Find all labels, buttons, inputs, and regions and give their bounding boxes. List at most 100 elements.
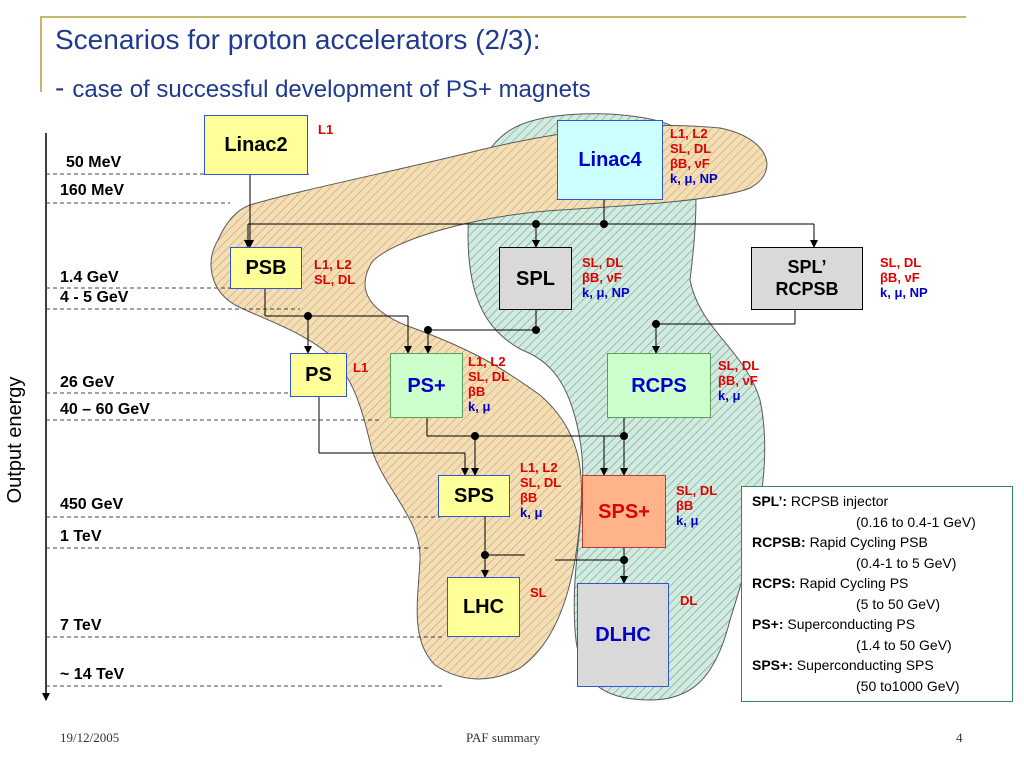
note-line: k, μ bbox=[520, 505, 543, 520]
energy-label: 450 GeV bbox=[60, 496, 124, 513]
title-rule-left bbox=[40, 16, 42, 92]
legend-term: SPS+: bbox=[752, 657, 793, 673]
subtitle-dash: - bbox=[55, 72, 65, 103]
note-line: SL, DL bbox=[582, 255, 624, 270]
legend-row: RCPS: Rapid Cycling PS bbox=[752, 573, 1012, 594]
note-line: SL, DL bbox=[314, 272, 356, 287]
linac4-notes: L1, L2 SL, DL βB, νF k, μ, NP bbox=[670, 126, 718, 186]
footer-title: PAF summary bbox=[466, 730, 541, 745]
junction-dot bbox=[424, 326, 432, 334]
note-line: βB bbox=[676, 498, 694, 513]
note-line: βB, νF bbox=[880, 270, 920, 285]
junction-dot bbox=[532, 326, 540, 334]
legend-desc: Superconducting SPS bbox=[796, 657, 934, 673]
junction-dot bbox=[304, 312, 312, 320]
note-line: L1, L2 bbox=[520, 460, 558, 475]
legend-term: RCPSB: bbox=[752, 534, 806, 550]
energy-label: 26 GeV bbox=[60, 374, 115, 391]
energy-label: 7 TeV bbox=[60, 617, 102, 634]
abbreviation-legend: SPL’: RCPSB injector (0.16 to 0.4-1 GeV)… bbox=[741, 486, 1013, 702]
legend-range: (50 to1000 GeV) bbox=[856, 677, 960, 694]
note-line: SL, DL bbox=[880, 255, 922, 270]
junction-dot bbox=[532, 220, 540, 228]
note-line: SL, DL bbox=[676, 483, 718, 498]
note-line: SL, DL bbox=[670, 141, 712, 156]
legend-desc: RCPSB injector bbox=[790, 493, 889, 509]
note-line: SL, DL bbox=[718, 358, 760, 373]
spl-box: SPL bbox=[499, 247, 572, 310]
rcpsb-label: RCPSB bbox=[775, 278, 839, 299]
note-line: k, μ, NP bbox=[880, 285, 928, 300]
note-line: k, μ bbox=[676, 513, 699, 528]
psb-box: PSB bbox=[230, 247, 302, 289]
beam-connections bbox=[244, 175, 818, 584]
linac2-note: L1 bbox=[318, 122, 334, 137]
slide-subtitle: -case of successful development of PS+ m… bbox=[55, 72, 591, 104]
note-line: βB, νF bbox=[582, 270, 622, 285]
dlhc-note: DL bbox=[680, 593, 698, 608]
note-line: βB, νF bbox=[670, 156, 710, 171]
energy-label: 50 MeV bbox=[66, 154, 122, 171]
ps-note: L1 bbox=[353, 360, 369, 375]
lhc-note: SL bbox=[530, 585, 547, 600]
rcps-box: RCPS bbox=[607, 353, 711, 418]
junction-dots bbox=[304, 220, 660, 564]
energy-label: ~ 14 TeV bbox=[60, 666, 125, 683]
legend-range: (1.4 to 50 GeV) bbox=[856, 636, 952, 653]
energy-label: 160 MeV bbox=[60, 182, 125, 199]
spl-notes: SL, DL βB, νF k, μ, NP bbox=[582, 255, 630, 300]
legend-term: SPL’: bbox=[752, 493, 788, 509]
ps-plus-box: PS+ bbox=[390, 353, 463, 418]
ps-box: PS bbox=[290, 353, 347, 397]
sps-box: SPS bbox=[438, 475, 510, 517]
linac4-box: Linac4 bbox=[557, 120, 663, 200]
lhc-box: LHC bbox=[447, 577, 520, 637]
note-line: L1, L2 bbox=[314, 257, 352, 272]
axis-title: Output energy bbox=[4, 376, 26, 504]
note-line: k, μ, NP bbox=[582, 285, 630, 300]
junction-dot bbox=[652, 320, 660, 328]
junction-dot bbox=[620, 432, 628, 440]
energy-label: 1 TeV bbox=[60, 528, 102, 545]
note-line: SL, DL bbox=[520, 475, 562, 490]
junction-dot bbox=[600, 220, 608, 228]
legend-range: (0.16 to 0.4-1 GeV) bbox=[856, 513, 976, 530]
junction-dot bbox=[481, 551, 489, 559]
legend-range: (5 to 50 GeV) bbox=[856, 595, 941, 612]
note-line: SL, DL bbox=[468, 369, 510, 384]
energy-label: 40 – 60 GeV bbox=[60, 401, 150, 418]
note-line: k, μ, NP bbox=[670, 171, 718, 186]
note-line: k, μ bbox=[468, 399, 491, 414]
junction-dot bbox=[620, 556, 628, 564]
legend-row: PS+: Superconducting PS bbox=[752, 614, 1012, 635]
sps-plus-box: SPS+ bbox=[582, 475, 666, 548]
title-rule-top bbox=[42, 16, 966, 18]
legend-term: PS+: bbox=[752, 616, 784, 632]
legend-desc: Superconducting PS bbox=[787, 616, 916, 632]
subtitle-text: case of successful development of PS+ ma… bbox=[72, 76, 591, 103]
spl-prime-rcpsb-box: SPL’ RCPSB bbox=[751, 247, 863, 310]
spl-prime-notes: SL, DL βB, νF k, μ, NP bbox=[880, 255, 928, 300]
note-line: βB, νF bbox=[718, 373, 758, 388]
note-line: L1, L2 bbox=[468, 354, 506, 369]
slide-title: Scenarios for proton accelerators (2/3): bbox=[55, 24, 541, 55]
rcps-notes: SL, DL βB, νF k, μ bbox=[718, 358, 759, 403]
energy-label: 4 - 5 GeV bbox=[60, 289, 129, 306]
legend-desc: Rapid Cycling PSB bbox=[809, 534, 928, 550]
legend-range: (0.4-1 to 5 GeV) bbox=[856, 554, 957, 571]
dlhc-box: DLHC bbox=[577, 583, 669, 687]
spl-prime-label: SPL’ bbox=[787, 256, 827, 277]
legend-row: SPL’: RCPSB injector bbox=[752, 491, 1012, 512]
energy-label: 1.4 GeV bbox=[60, 269, 119, 286]
legend-row: RCPSB: Rapid Cycling PSB bbox=[752, 532, 1012, 553]
note-line: k, μ bbox=[718, 388, 741, 403]
legend-desc: Rapid Cycling PS bbox=[799, 575, 909, 591]
note-line: βB bbox=[520, 490, 538, 505]
footer-date: 19/12/2005 bbox=[60, 730, 120, 745]
note-line: L1, L2 bbox=[670, 126, 708, 141]
psb-notes: L1, L2 SL, DL bbox=[314, 257, 355, 287]
junction-dot bbox=[471, 432, 479, 440]
note-line: βB bbox=[468, 384, 486, 399]
ps-plus-notes: L1, L2 SL, DL βB k, μ bbox=[468, 354, 509, 414]
sps-notes: L1, L2 SL, DL βB k, μ bbox=[520, 460, 561, 520]
